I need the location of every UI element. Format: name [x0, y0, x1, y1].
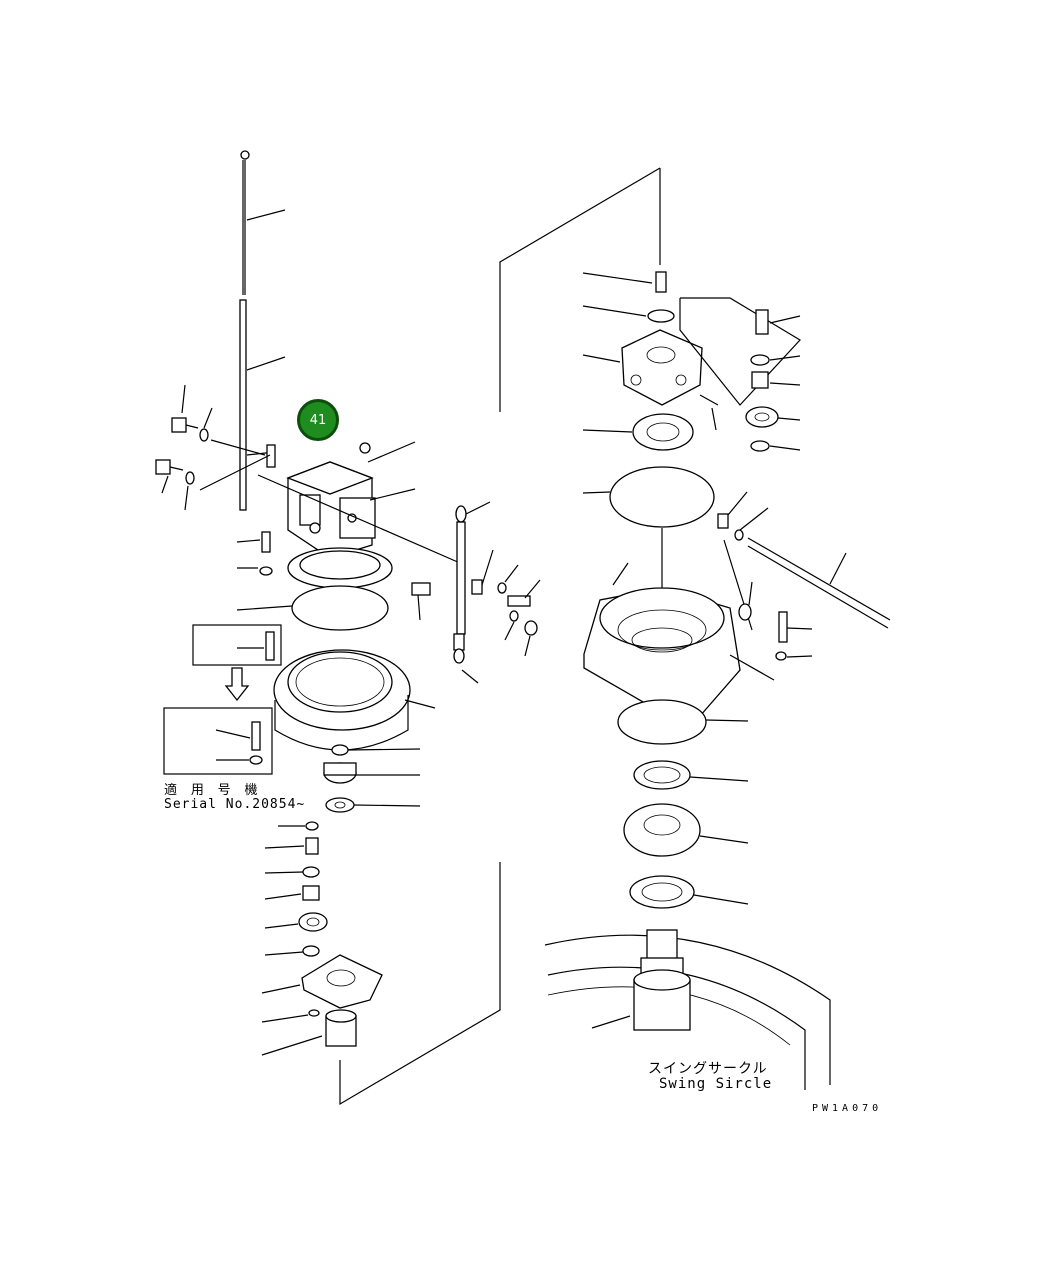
- serial-number-label: Serial No.20854~: [164, 797, 306, 812]
- drawing-code: PW1A070: [812, 1103, 883, 1114]
- left-bolts: [155, 384, 271, 511]
- dipstick-assembly: [239, 150, 286, 511]
- part-reference-callout[interactable]: 41: [297, 399, 339, 441]
- applicable-serial-label: 適 用 号 機: [164, 783, 261, 798]
- left-housing: [236, 531, 436, 751]
- middle-fittings: [411, 501, 541, 684]
- left-gear-stack: [261, 744, 421, 1056]
- swing-motor: [257, 441, 461, 589]
- serial-change-boxes: [163, 624, 282, 775]
- right-small-parts: [717, 309, 891, 661]
- swing-circle: [544, 929, 831, 1090]
- callout-number: 41: [309, 412, 327, 428]
- right-housing: [583, 562, 775, 909]
- connection-frame-lines: [339, 167, 661, 1106]
- right-carrier-stack: [582, 271, 801, 605]
- swing-circle-label-en: Swing Sircle: [659, 1076, 773, 1092]
- swing-circle-label-jp: スイングサークル: [648, 1061, 768, 1077]
